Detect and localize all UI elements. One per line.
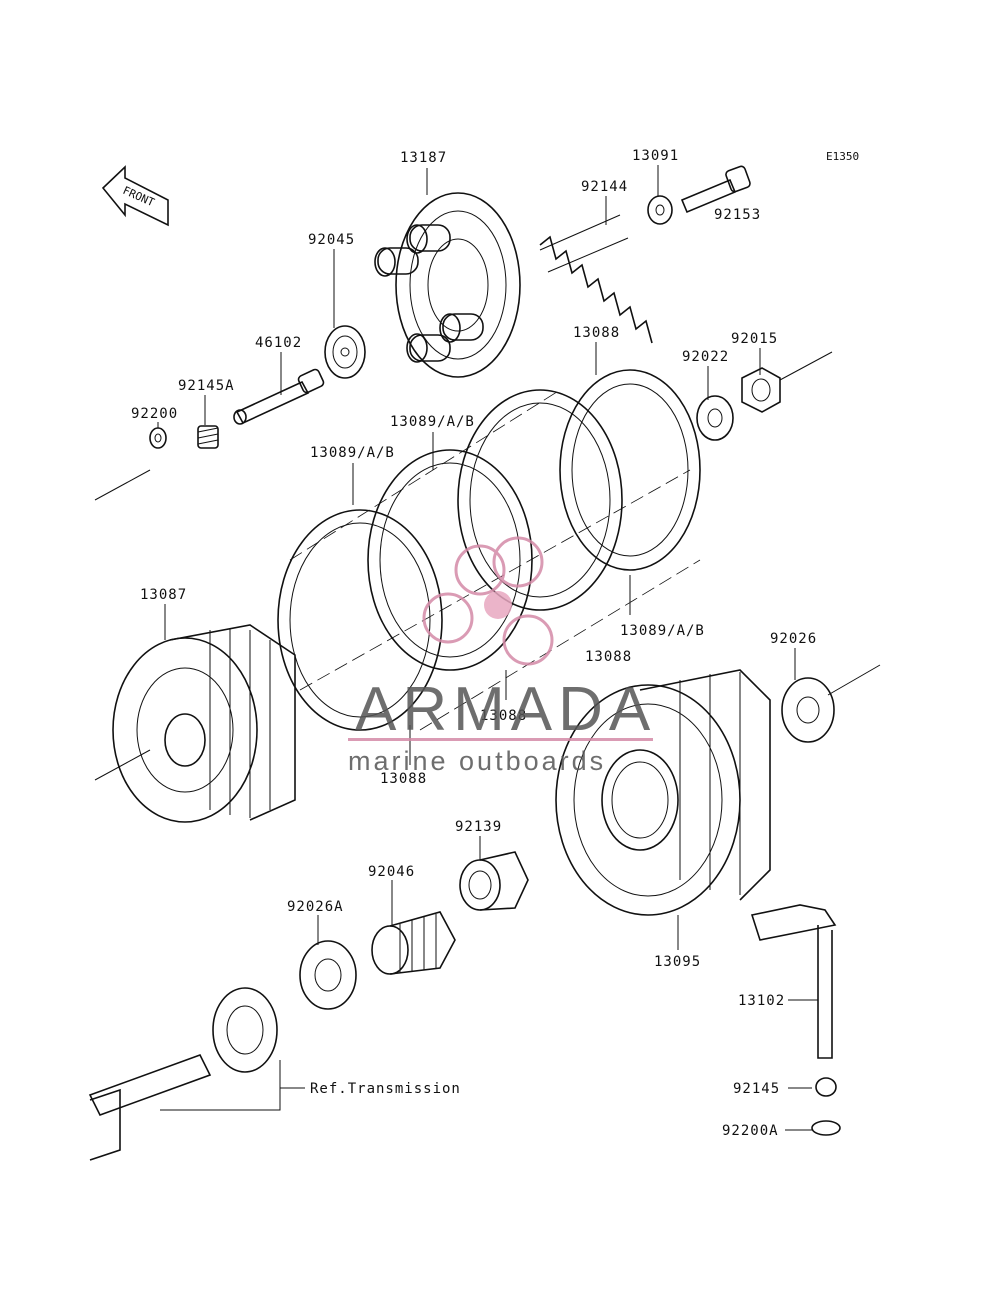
push-rod xyxy=(233,368,325,425)
clutch-hub-gear xyxy=(555,669,771,916)
label-13095: 13095 xyxy=(654,954,701,970)
watermark-brand: ARMADA xyxy=(355,675,656,744)
pressure-plate xyxy=(374,192,521,378)
friction-plates xyxy=(277,369,701,731)
diagram-code: E1350 xyxy=(826,150,859,163)
label-92022: 92022 xyxy=(682,349,729,365)
label-13088-center: 13088 xyxy=(480,708,527,724)
label-92045: 92045 xyxy=(308,232,355,248)
small-spring xyxy=(197,425,219,449)
bolt xyxy=(680,165,751,214)
label-92026a: 92026A xyxy=(287,899,344,915)
label-13089-middle: 13089/A/B xyxy=(310,445,395,461)
label-13102: 13102 xyxy=(738,993,785,1009)
label-13088-bottom: 13088 xyxy=(380,771,427,787)
label-92145a: 92145A xyxy=(178,378,235,394)
label-13087: 13087 xyxy=(140,587,187,603)
ball-bearing xyxy=(324,325,366,379)
transmission-shaft xyxy=(88,987,278,1161)
label-13091: 13091 xyxy=(632,148,679,164)
clutch-housing xyxy=(112,624,296,823)
watermark: ARMADA marine outboards xyxy=(348,536,656,776)
label-13089-upper: 13089/A/B xyxy=(390,414,475,430)
front-arrow-icon: FRONT xyxy=(101,165,169,227)
label-13089-lower: 13089/A/B xyxy=(620,623,705,639)
label-13088-top: 13088 xyxy=(573,325,620,341)
label-92026: 92026 xyxy=(770,631,817,647)
thrust-washer xyxy=(781,677,835,743)
label-92200: 92200 xyxy=(131,406,178,422)
watermark-logo-icon xyxy=(422,536,554,666)
sleeve xyxy=(459,851,529,911)
label-92153: 92153 xyxy=(714,207,761,223)
label-13088-right: 13088 xyxy=(585,649,632,665)
clutch-spring xyxy=(539,214,653,344)
label-13187: 13187 xyxy=(400,150,447,166)
ref-transmission-label: Ref.Transmission xyxy=(310,1081,461,1097)
spring-washer xyxy=(647,195,673,225)
label-92046: 92046 xyxy=(368,864,415,880)
label-92145: 92145 xyxy=(733,1081,780,1097)
label-92015: 92015 xyxy=(731,331,778,347)
shaft-washer xyxy=(299,940,357,1010)
watermark-tagline: marine outboards xyxy=(348,746,606,776)
hex-nut xyxy=(741,367,781,413)
watermark-rule xyxy=(348,738,653,741)
label-92139: 92139 xyxy=(455,819,502,835)
release-lever xyxy=(750,904,841,1136)
label-92200a: 92200A xyxy=(722,1123,779,1139)
leader-lines xyxy=(94,165,881,1131)
label-92144: 92144 xyxy=(581,179,628,195)
washer xyxy=(696,395,734,441)
front-label: FRONT xyxy=(121,184,157,209)
label-46102: 46102 xyxy=(255,335,302,351)
part-labels: E1350 13187 13091 92144 92153 92045 4610… xyxy=(131,148,859,1139)
needle-bearing xyxy=(371,911,456,975)
small-washer xyxy=(149,427,167,449)
